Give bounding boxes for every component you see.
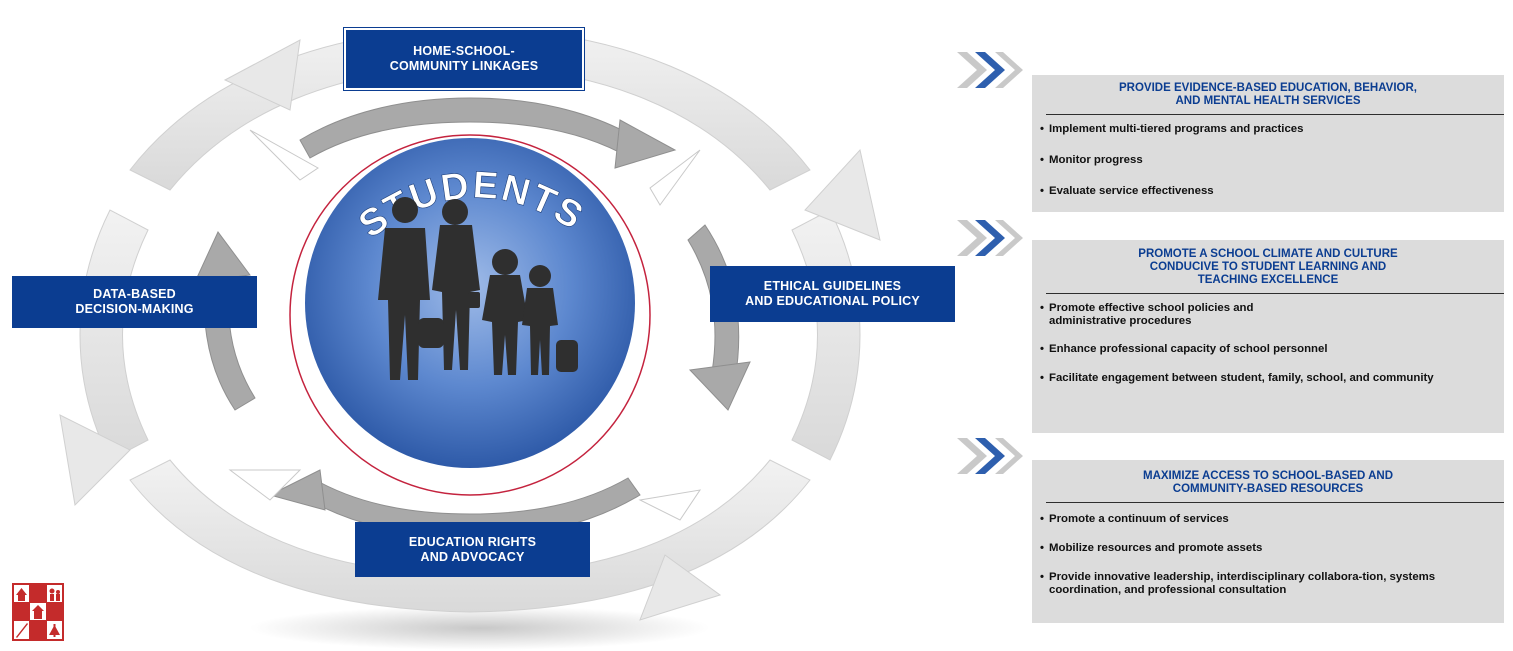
- divider: [1046, 114, 1504, 115]
- label-education-rights: EDUCATION RIGHTS AND ADVOCACY: [355, 522, 590, 577]
- list-item: Evaluate service effectiveness: [1040, 185, 1494, 198]
- double-chevron-icon: [957, 220, 1023, 256]
- label-ethical-guidelines: ETHICAL GUIDELINES AND EDUCATIONAL POLIC…: [710, 266, 955, 322]
- double-chevron-icon: [957, 438, 1023, 474]
- label-data-based-decision: DATA-BASED DECISION-MAKING: [12, 276, 257, 328]
- list-item: Provide innovative leadership, interdisc…: [1040, 571, 1494, 597]
- list-item: Enhance professional capacity of school …: [1040, 343, 1444, 356]
- panel-title: PROMOTE A SCHOOL CLIMATE AND CULTURE CON…: [1138, 248, 1398, 286]
- panel-evidence-based: PROVIDE EVIDENCE-BASED EDUCATION, BEHAVI…: [1032, 75, 1504, 212]
- panel-title: PROVIDE EVIDENCE-BASED EDUCATION, BEHAVI…: [1119, 82, 1417, 107]
- outer-cycle-band: [59, 27, 881, 621]
- divider: [1046, 502, 1504, 503]
- panel-list: Promote a continuum of services Mobilize…: [1032, 503, 1504, 597]
- divider: [1046, 293, 1504, 294]
- label-home-school-community: HOME-SCHOOL- COMMUNITY LINKAGES: [343, 27, 585, 91]
- panel-title: MAXIMIZE ACCESS TO SCHOOL-BASED AND COMM…: [1142, 470, 1394, 495]
- panel-maximize-access: MAXIMIZE ACCESS TO SCHOOL-BASED AND COMM…: [1032, 460, 1504, 623]
- list-item: Implement multi-tiered programs and prac…: [1040, 123, 1494, 136]
- list-item: Promote a continuum of services: [1040, 513, 1494, 526]
- panel-list: Implement multi-tiered programs and prac…: [1032, 115, 1504, 198]
- double-chevron-icon: [957, 52, 1023, 88]
- students-silhouettes: [378, 197, 578, 380]
- panel-list: Promote effective school policies and ad…: [1032, 294, 1504, 385]
- list-item: Monitor progress: [1040, 154, 1494, 167]
- floor-shadow: [250, 606, 710, 650]
- logo-icon: [12, 583, 64, 641]
- white-chevrons: [228, 129, 702, 521]
- list-item: Facilitate engagement between student, f…: [1040, 372, 1444, 385]
- list-item: Promote effective school policies and ad…: [1040, 302, 1444, 328]
- panel-school-climate: PROMOTE A SCHOOL CLIMATE AND CULTURE CON…: [1032, 240, 1504, 433]
- list-item: Mobilize resources and promote assets: [1040, 542, 1494, 555]
